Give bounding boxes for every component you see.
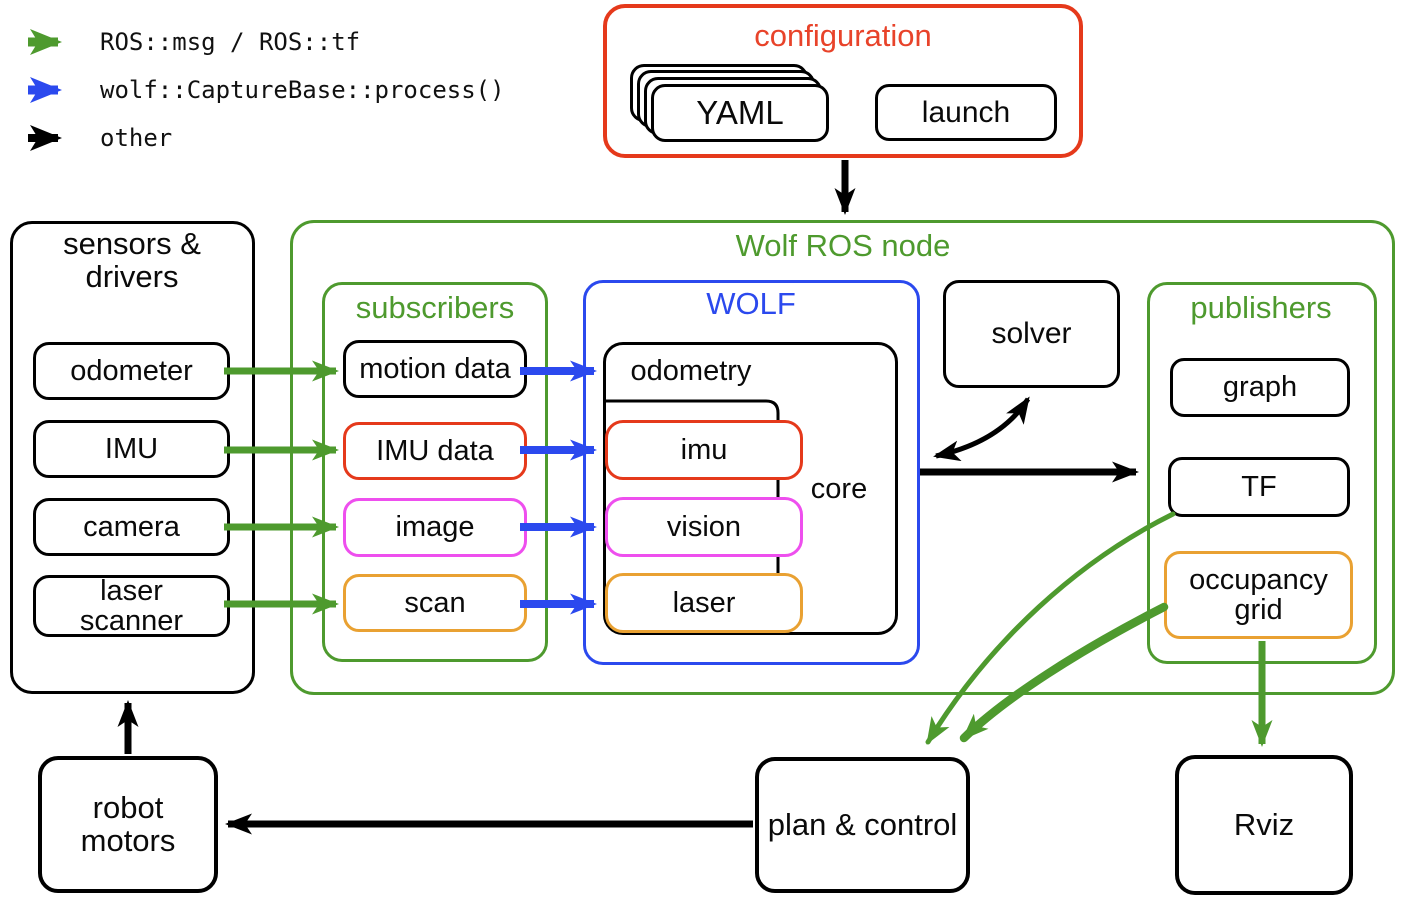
core-label: core bbox=[810, 472, 868, 505]
yaml-file-box: YAML bbox=[651, 84, 829, 142]
wolf-ros-node-box bbox=[290, 220, 1395, 695]
wolf-ros-node-title: Wolf ROS node bbox=[735, 228, 951, 263]
vision-processor-box: vision bbox=[605, 497, 803, 557]
occupancy-grid-publisher-box: occupancy grid bbox=[1164, 551, 1353, 639]
graph-publisher-box: graph bbox=[1170, 358, 1350, 417]
robot-motors-box: robot motors bbox=[38, 756, 218, 893]
laser-scanner-box: laser scanner bbox=[33, 575, 230, 637]
scan-subscriber-box: scan bbox=[343, 574, 527, 632]
publishers-title: publishers bbox=[1190, 290, 1332, 325]
legend-label-other: other bbox=[100, 124, 173, 152]
imu-sensor-box: IMU bbox=[33, 420, 230, 478]
camera-box: camera bbox=[33, 498, 230, 556]
image-subscriber-box: image bbox=[343, 498, 527, 557]
sensors-drivers-box bbox=[10, 221, 255, 694]
legend-label-ros-msg: ROS::msg / ROS::tf bbox=[100, 28, 361, 56]
wolf-box bbox=[583, 280, 920, 665]
subscribers-title: subscribers bbox=[355, 290, 515, 325]
odometry-processor-label: odometry bbox=[630, 355, 752, 387]
configuration-box bbox=[603, 4, 1083, 158]
plan-control-box: plan & control bbox=[755, 757, 970, 893]
launch-file-box: launch bbox=[875, 84, 1057, 141]
motion-data-subscriber-box: motion data bbox=[343, 340, 527, 398]
tf-publisher-box: TF bbox=[1168, 457, 1350, 517]
configuration-title: configuration bbox=[754, 18, 932, 53]
solver-box: solver bbox=[943, 280, 1120, 388]
imu-processor-box: imu bbox=[605, 420, 803, 480]
sensors-drivers-title: sensors & drivers bbox=[63, 226, 201, 294]
legend-label-wolf-capturebase: wolf::CaptureBase::process() bbox=[100, 76, 505, 104]
subscribers-box bbox=[322, 282, 548, 662]
odometer-box: odometer bbox=[33, 342, 230, 400]
rviz-box: Rviz bbox=[1175, 755, 1353, 895]
imu-data-subscriber-box: IMU data bbox=[343, 422, 527, 480]
wolf-title: WOLF bbox=[706, 286, 796, 321]
laser-processor-box: laser bbox=[605, 573, 803, 633]
